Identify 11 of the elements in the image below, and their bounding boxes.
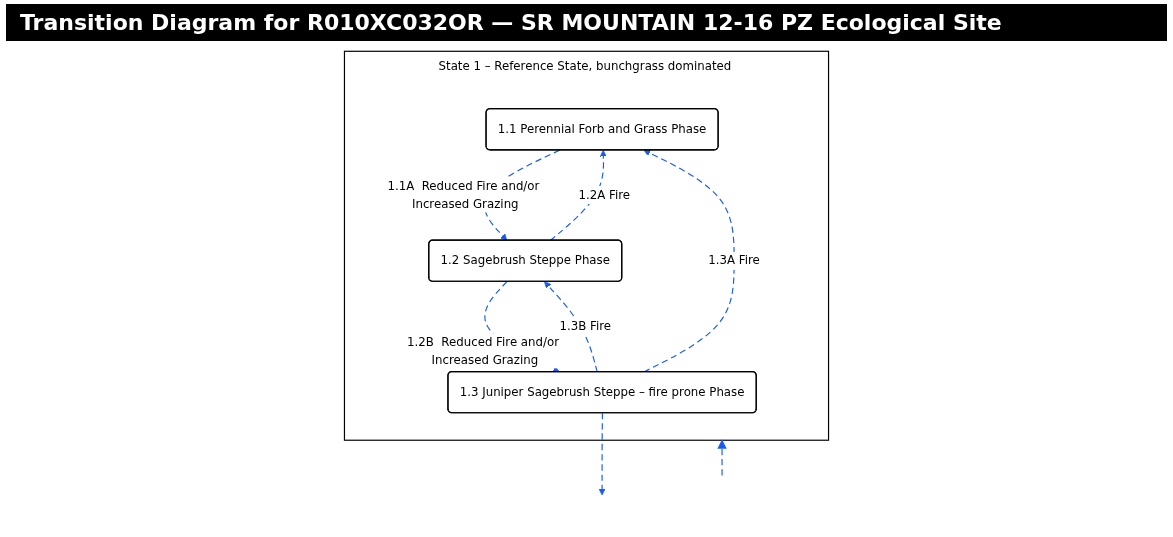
edge-label: 1.3A Fire — [708, 253, 760, 268]
title-bar: Transition Diagram for R010XC032OR — SR MOUNTAIN 12-16 PZ Ecological Site — [6, 4, 1167, 41]
arrow — [717, 439, 727, 477]
edge-label: 1.1A Reduced Fire and/or Increased Grazing — [387, 178, 540, 211]
edge-label: 1.2A Fire — [578, 187, 631, 202]
arrow — [544, 281, 598, 373]
arrow — [598, 412, 606, 496]
edge-label: 1.3B Fire — [559, 319, 612, 334]
arrow — [549, 149, 607, 242]
edge-label: 1.2B Reduced Fire and/or Increased Grazing — [407, 334, 560, 367]
arrow — [643, 149, 735, 373]
